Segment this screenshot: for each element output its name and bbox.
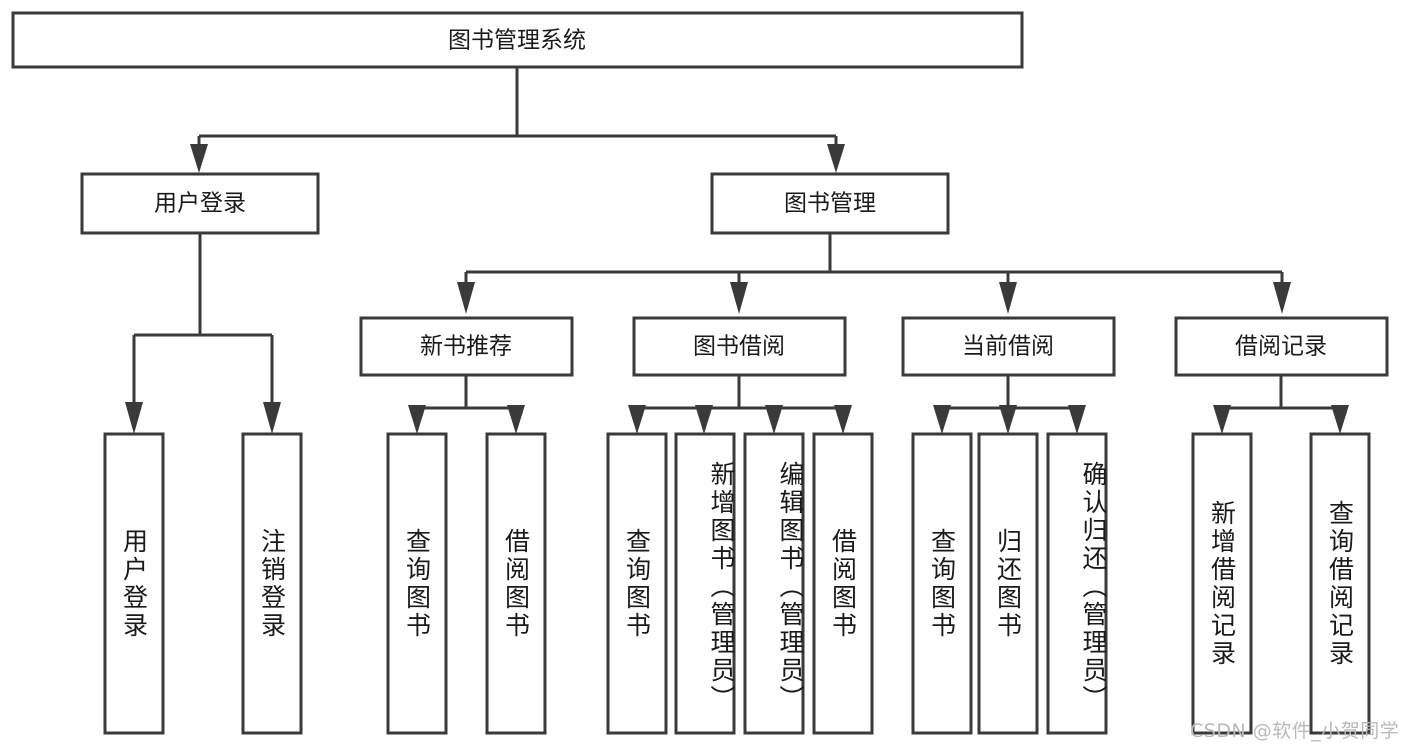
node-new-book-recommend-box[interactable]: [359, 316, 574, 377]
leaf-box-nbr-query-book[interactable]: [386, 432, 448, 735]
connector-borrow-record-to-leaves: [1213, 375, 1349, 434]
arrow-head-book-borrow: [730, 282, 748, 314]
leaf-box-br-query-record[interactable]: [1309, 432, 1371, 735]
node-book-manage-label: 图书管理: [784, 191, 876, 217]
node-book-manage-box[interactable]: [710, 172, 950, 235]
leaf-box-cb-confirm-return[interactable]: [1046, 432, 1108, 735]
arrow-head-bb-leaf-3: [765, 405, 783, 434]
arrow-head-cb-leaf-1: [933, 405, 951, 434]
arrow-head-bb-leaf-2: [695, 405, 713, 434]
node-user-login-label: 用户登录: [154, 191, 246, 217]
node-new-book-recommend[interactable]: 新书推荐: [359, 316, 574, 377]
connector-current-borrow-to-leaves: [933, 375, 1086, 434]
csdn-watermark: CSDN @软件_小贺同学: [1190, 720, 1400, 742]
connector-root-to-level2: [190, 67, 845, 173]
connector-user-login-to-leaves: [125, 233, 281, 434]
node-new-book-recommend-label: 新书推荐: [420, 334, 512, 360]
leaf-box-nbr-borrow-book[interactable]: [485, 432, 547, 735]
node-borrow-record-label: 借阅记录: [1235, 334, 1327, 360]
node-root-box[interactable]: [11, 11, 1024, 69]
arrow-head-borrow-record: [1273, 282, 1291, 314]
arrow-head-current-borrow: [999, 282, 1017, 314]
arrow-head-bb-leaf-1: [628, 405, 646, 434]
connector-new-book-recommend-to-leaves: [408, 375, 525, 434]
arrow-head-new-book-recommend: [457, 282, 475, 314]
arrow-head-cb-leaf-3: [1068, 405, 1086, 434]
arrow-head-nbr-leaf-1: [408, 405, 426, 434]
node-book-manage[interactable]: 图书管理: [710, 172, 950, 235]
arrow-head-bb-leaf-4: [834, 405, 852, 434]
leaf-box-cb-return-book[interactable]: [977, 432, 1039, 735]
connector-book-manage-to-level3: [457, 233, 1291, 314]
leaf-box-bb-edit-book[interactable]: [743, 432, 805, 735]
leaf-box-br-add-record[interactable]: [1191, 432, 1253, 735]
leaf-box-bb-query-book[interactable]: [606, 432, 668, 735]
arrow-head-leaf-user-login: [125, 402, 143, 434]
node-user-login[interactable]: 用户登录: [80, 172, 320, 235]
node-root[interactable]: 图书管理系统: [11, 11, 1024, 69]
arrow-head-user-login: [190, 144, 208, 173]
leaf-box-bb-borrow-book[interactable]: [812, 432, 874, 735]
node-current-borrow-label: 当前借阅: [962, 334, 1054, 360]
node-current-borrow[interactable]: 当前借阅: [901, 316, 1116, 377]
arrow-head-br-leaf-2: [1331, 405, 1349, 434]
node-book-borrow-box[interactable]: [632, 316, 847, 377]
node-current-borrow-box[interactable]: [901, 316, 1116, 377]
arrow-head-br-leaf-1: [1213, 405, 1231, 434]
leaf-box-cb-query-book[interactable]: [911, 432, 973, 735]
node-book-borrow-label: 图书借阅: [693, 334, 785, 360]
node-book-borrow[interactable]: 图书借阅: [632, 316, 847, 377]
leaf-box-logout[interactable]: [241, 432, 303, 735]
node-borrow-record-box[interactable]: [1174, 316, 1389, 377]
leaf-box-bb-add-book[interactable]: [674, 432, 736, 735]
node-borrow-record[interactable]: 借阅记录: [1174, 316, 1389, 377]
arrow-head-leaf-logout: [263, 402, 281, 434]
node-root-label: 图书管理系统: [448, 28, 586, 54]
arrow-head-cb-leaf-2: [999, 405, 1017, 434]
connector-book-borrow-to-leaves: [628, 375, 852, 434]
arrow-head-book-manage: [827, 144, 845, 173]
arrow-head-nbr-leaf-2: [507, 405, 525, 434]
leaf-box-user-login[interactable]: [103, 432, 165, 735]
